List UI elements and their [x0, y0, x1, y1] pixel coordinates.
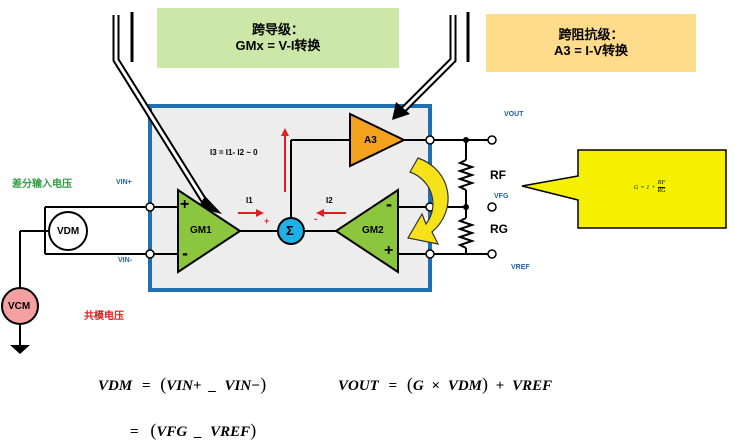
- vcm-source: [1, 287, 39, 325]
- transconductance-note-formula: GMx = V-I转换: [235, 38, 321, 53]
- eq-vout-g: G: [412, 378, 424, 394]
- i1-label: I1: [246, 196, 253, 205]
- gain-formula-g: G: [634, 184, 639, 191]
- gm1-amplifier: [177, 188, 242, 274]
- gain-formula: G = 1 + RF RG: [634, 180, 665, 195]
- transimpedance-note: 跨阻抗级： A3 = I-V转换: [486, 14, 696, 72]
- gain-formula-plus: +: [651, 184, 656, 191]
- a3-amplifier: [349, 112, 407, 168]
- gain-formula-fraction: RF RG: [657, 180, 665, 195]
- eq-paren-close: ): [260, 374, 267, 394]
- eq-equals-2: =: [130, 424, 139, 440]
- eq-vref: VREF: [210, 424, 251, 440]
- diff-input-label: 差分输入电压: [12, 179, 72, 190]
- rg-label: RG: [490, 222, 508, 236]
- feedback-arrow: [407, 157, 449, 245]
- eq-paren-open: (: [160, 374, 167, 394]
- pin-vout: VOUT: [504, 111, 524, 118]
- eq-vout-paren-close: ): [482, 374, 488, 394]
- pin-vin-plus: VIN+: [116, 179, 132, 186]
- eq-minus-op: _: [209, 378, 217, 394]
- pin-vin-minus: VIN-: [118, 257, 132, 264]
- gm1-minus-input: -: [182, 243, 188, 263]
- eq-paren-open-2: (: [150, 420, 157, 440]
- eq-vout-lhs: VOUT: [338, 378, 379, 394]
- vcm-label: VCM: [8, 301, 31, 312]
- wires: [19, 139, 492, 345]
- rf-label: RF: [490, 168, 506, 182]
- rf-resistor: [456, 159, 476, 191]
- current-equation: I3 = I1- I2 ~ 0: [210, 148, 258, 157]
- pin-vfg: VFG: [494, 193, 509, 200]
- gm1-plus-input: +: [180, 196, 190, 213]
- junction-dot: [463, 137, 469, 143]
- gm2-amplifier: [334, 188, 399, 274]
- vdm-equation-1: VDM = (VIN+ _ VIN−): [98, 374, 266, 395]
- sum-plus-label: +: [264, 216, 270, 226]
- vdm-equation-2: = (VFG _ VREF): [130, 420, 256, 441]
- eq-vout-paren-open: (: [406, 374, 413, 394]
- vout-equation: VOUT = (G × VDM) + VREF: [338, 374, 552, 395]
- gain-formula-eq: =: [640, 184, 645, 191]
- gm2-plus-input: +: [384, 242, 394, 259]
- pin-vref: VREF: [511, 264, 530, 271]
- summing-node: [277, 217, 305, 245]
- gain-formula-den: RG: [657, 188, 666, 194]
- vdm-source: [48, 211, 88, 251]
- transimpedance-pointer: [392, 12, 470, 120]
- transconductance-note: 跨导级： GMx = V-I转换: [157, 8, 399, 68]
- gain-formula-one: 1: [646, 184, 650, 191]
- gm2-label: GM2: [362, 225, 384, 236]
- gain-formula-num: RF: [657, 180, 666, 188]
- transconductance-pointer: [112, 12, 222, 214]
- eq-vout-times: ×: [431, 378, 441, 394]
- a3-label: A3: [364, 135, 377, 146]
- eq-vout-vref: VREF: [512, 378, 553, 394]
- ground-icon: [10, 345, 30, 354]
- eq-vout-vdm: VDM: [447, 378, 482, 394]
- gain-callout: [521, 149, 727, 229]
- eq-vfg: VFG: [156, 424, 188, 440]
- pins: [145, 135, 497, 259]
- vdm-label: VDM: [57, 226, 80, 237]
- sum-label: Σ: [286, 223, 294, 238]
- eq-vin-plus: VIN+: [166, 378, 202, 394]
- eq-vdm-equals: =: [141, 378, 151, 394]
- rg-resistor: [456, 217, 476, 249]
- eq-minus-op-2: _: [194, 424, 203, 440]
- i2-label: I2: [326, 196, 333, 205]
- eq-vdm-lhs: VDM: [98, 378, 133, 394]
- transconductance-note-title: 跨导级：: [251, 22, 304, 37]
- eq-vout-plus: +: [495, 378, 505, 394]
- eq-vout-equals: =: [388, 378, 398, 394]
- gm1-label: GM1: [190, 225, 212, 236]
- gm2-minus-input: -: [386, 194, 392, 214]
- transimpedance-note-title: 跨阻抗级：: [558, 27, 624, 42]
- junction-dot: [463, 204, 469, 210]
- eq-paren-close-2: ): [250, 420, 257, 440]
- eq-vin-minus: VIN−: [224, 378, 261, 394]
- sum-minus-label: -: [314, 214, 318, 225]
- common-mode-label: 共模电压: [84, 311, 124, 322]
- transimpedance-note-formula: A3 = I-V转换: [553, 43, 629, 58]
